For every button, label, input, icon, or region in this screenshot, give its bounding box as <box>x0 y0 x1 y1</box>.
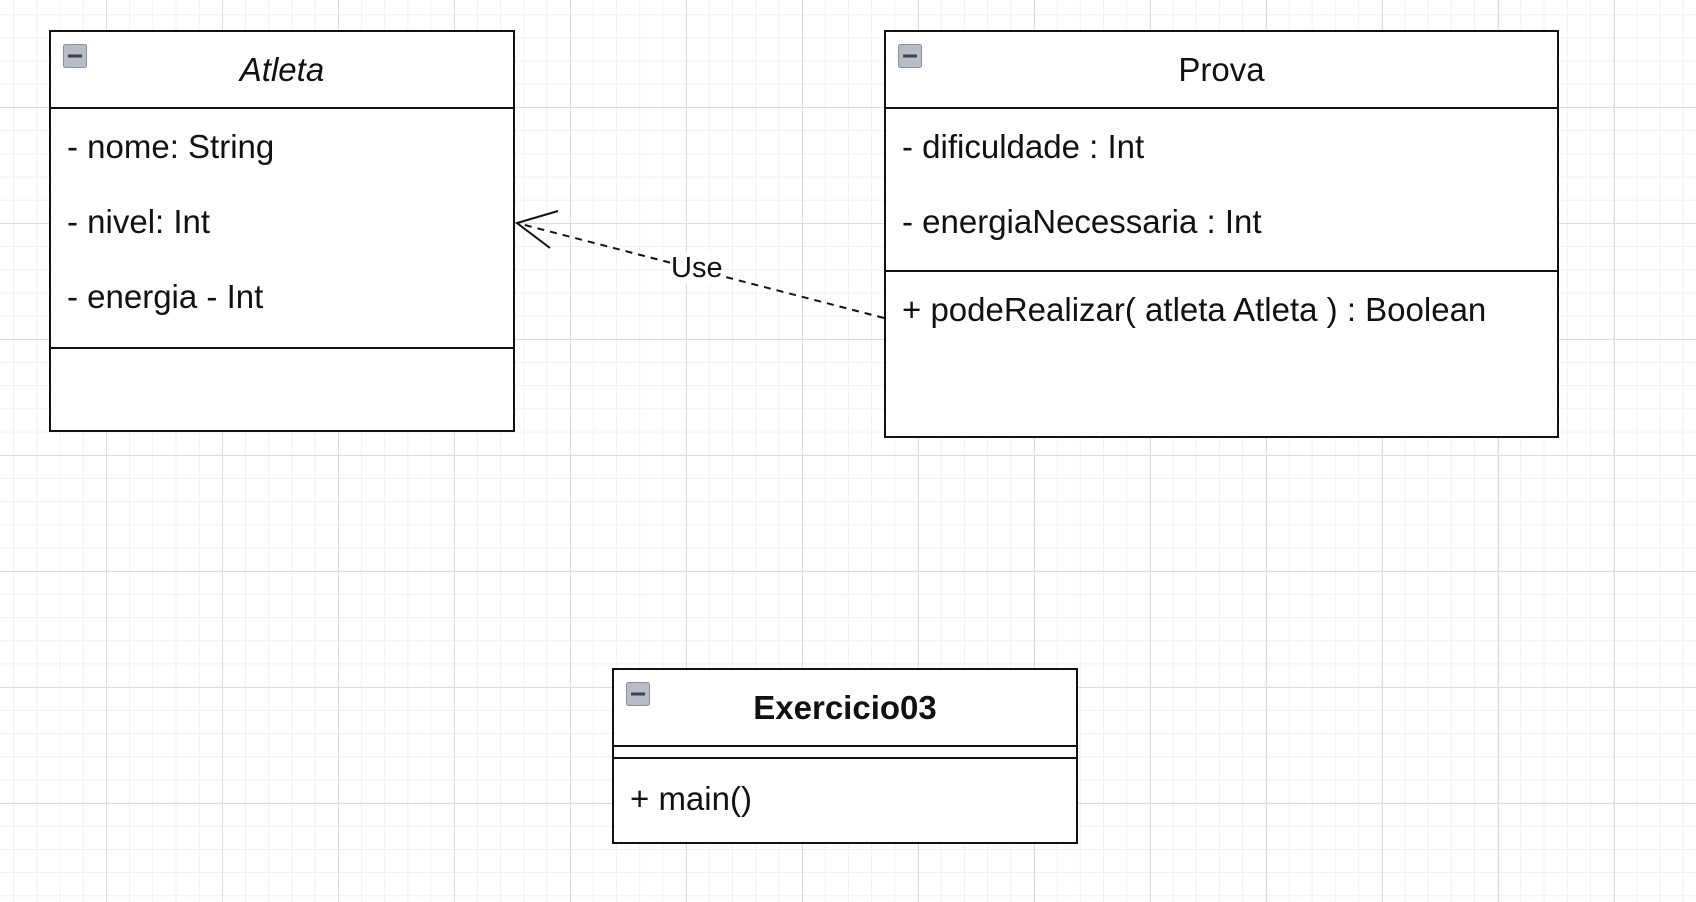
class-name: Exercicio03 <box>614 670 1076 747</box>
attribute[interactable]: - dificuldade : Int <box>902 128 1145 165</box>
method[interactable]: + podeRealizar( atleta Atleta ) : Boolea… <box>902 291 1487 328</box>
class-atleta[interactable]: Atleta - nome: String - nivel: Int - ene… <box>49 30 515 432</box>
attributes-section: - dificuldade : Int - energiaNecessaria … <box>886 109 1557 272</box>
attributes-section[interactable] <box>614 747 1076 759</box>
class-prova[interactable]: Prova - dificuldade : Int - energiaNeces… <box>884 30 1559 438</box>
attribute[interactable]: - energiaNecessaria : Int <box>902 203 1262 240</box>
methods-section: + podeRealizar( atleta Atleta ) : Boolea… <box>886 272 1557 438</box>
attribute[interactable]: - nome: String <box>67 128 275 165</box>
class-name: Prova <box>886 32 1557 109</box>
class-name: Atleta <box>51 32 513 109</box>
collapse-icon[interactable] <box>63 44 87 68</box>
methods-section[interactable] <box>51 349 513 432</box>
class-exercicio03[interactable]: Exercicio03 + main() <box>612 668 1078 844</box>
collapse-icon[interactable] <box>898 44 922 68</box>
attributes-section: - nome: String - nivel: Int - energia - … <box>51 109 513 349</box>
methods-section: + main() <box>614 759 1076 844</box>
dependency-label[interactable]: Use <box>670 252 724 284</box>
method[interactable]: + main() <box>630 780 752 817</box>
attribute[interactable]: - energia - Int <box>67 278 264 315</box>
attribute[interactable]: - nivel: Int <box>67 203 211 240</box>
collapse-icon[interactable] <box>626 682 650 706</box>
open-arrowhead-icon <box>514 210 559 249</box>
